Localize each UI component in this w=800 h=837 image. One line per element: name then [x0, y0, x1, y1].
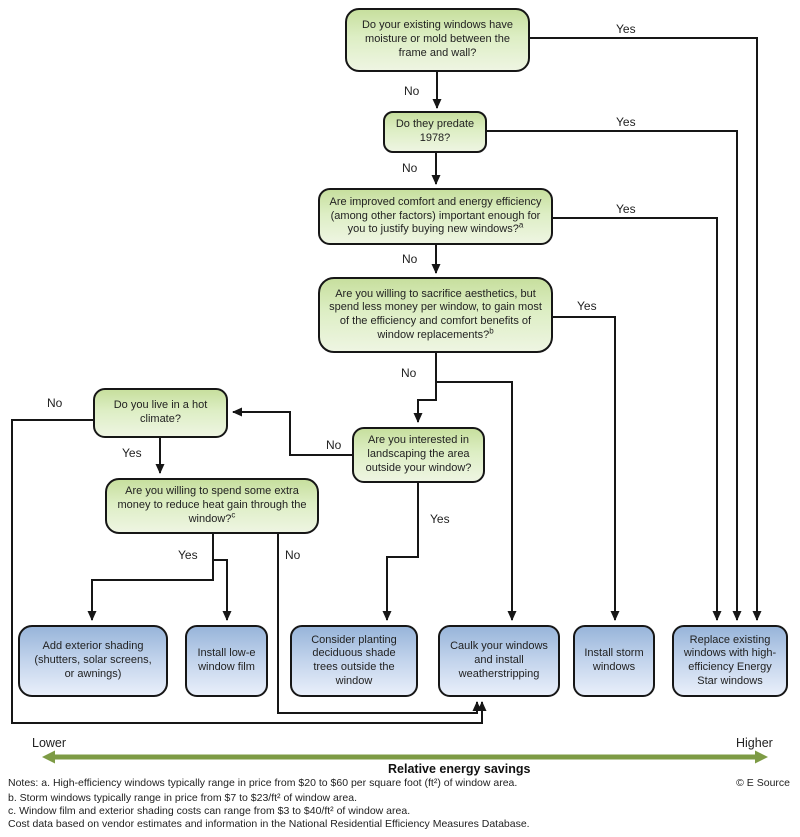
decision-moisture: Do your existing windows have moisture o…	[345, 8, 530, 72]
edge-label-aesthetics-no: No	[401, 366, 417, 380]
note-ref: c	[231, 510, 236, 520]
note-ref: b	[489, 326, 494, 336]
edge-label-comfort-yes: Yes	[616, 202, 636, 216]
action-storm-windows: Install storm windows	[573, 625, 655, 697]
decision-predate: Do they predate 1978?	[383, 111, 487, 153]
edge-comfort-yes	[553, 217, 722, 621]
edge-label-moisture-no: No	[404, 84, 420, 98]
decision-predate-text: Do they predate 1978?	[393, 118, 477, 146]
edge-label-hot-climate-no: No	[47, 396, 63, 410]
question-text: Are you interested in landscaping the ar…	[365, 434, 472, 474]
decision-hot-climate: Do you live in a hot climate?	[93, 388, 228, 438]
decision-hot-climate-text: Do you live in a hot climate?	[103, 399, 218, 427]
action-storm-windows-text: Install storm windows	[584, 647, 644, 673]
action-window-film: Install low-e window film	[185, 625, 268, 697]
decision-aesthetics: Are you willing to sacrifice aesthetics,…	[318, 277, 553, 353]
edge-hot-climate-no	[11, 419, 487, 724]
decision-moisture-text: Do your existing windows have moisture o…	[355, 19, 520, 60]
edge-label-heat-gain-no: No	[285, 548, 301, 562]
edge-landscaping-no	[232, 407, 352, 456]
edge-label-comfort-no: No	[402, 252, 418, 266]
axis-label-lower: Lower	[32, 736, 67, 750]
action-exterior-shading: Add exterior shading (shutters, solar sc…	[18, 625, 168, 697]
edge-label-aesthetics-yes: Yes	[577, 299, 597, 313]
question-text: Do they predate 1978?	[395, 118, 475, 144]
energy-savings-axis	[42, 750, 768, 764]
action-shade-trees-text: Consider planting deciduous shade trees …	[311, 633, 397, 687]
decision-landscaping-text: Are you interested in landscaping the ar…	[362, 434, 475, 475]
edge-label-predate-yes: Yes	[616, 115, 636, 129]
action-exterior-shading-text: Add exterior shading (shutters, solar sc…	[34, 640, 152, 680]
edge-label-landscaping-yes: Yes	[430, 512, 450, 526]
edge-heat-gain-yes-film	[212, 534, 232, 621]
edge-label-predate-no: No	[402, 161, 418, 175]
action-replace-windows-text: Replace existing windows with high-effic…	[683, 633, 777, 687]
edge-predate-yes	[487, 130, 742, 621]
note-a: Notes: a. High-efficiency windows typica…	[8, 777, 518, 789]
action-replace-windows: Replace existing windows with high-effic…	[672, 625, 788, 697]
decision-aesthetics-text: Are you willing to sacrifice aesthetics,…	[328, 288, 543, 343]
edge-heat-gain-no	[277, 534, 482, 714]
axis-title: Relative energy savings	[388, 762, 531, 776]
copyright-credit: © E Source	[736, 777, 790, 789]
action-caulk-weatherstrip: Caulk your windows and install weatherst…	[438, 625, 560, 697]
decision-heat-gain: Are you willing to spend some extra mone…	[105, 478, 319, 534]
question-text: Are improved comfort and energy efficien…	[329, 195, 542, 236]
edge-landscaping-yes	[382, 483, 419, 621]
question-text: Are you willing to sacrifice aesthetics,…	[329, 287, 542, 341]
note-source: Cost data based on vendor estimates and …	[8, 818, 530, 830]
decision-heat-gain-text: Are you willing to spend some extra mone…	[115, 485, 309, 526]
question-text: Are you willing to spend some extra mone…	[117, 485, 307, 525]
edge-label-heat-gain-yes: Yes	[178, 548, 198, 562]
edge-label-moisture-yes: Yes	[616, 22, 636, 36]
decision-comfort: Are improved comfort and energy efficien…	[318, 188, 553, 245]
action-caulk-weatherstrip-text: Caulk your windows and install weatherst…	[450, 640, 548, 680]
axis-label-higher: Higher	[736, 736, 773, 750]
action-window-film-text: Install low-e window film	[197, 647, 256, 673]
edge-aesthetics-no	[413, 353, 437, 423]
edge-aesthetics-no-caulk	[436, 381, 517, 621]
note-c: c. Window film and exterior shading cost…	[8, 805, 411, 817]
edge-label-landscaping-no: No	[326, 438, 342, 452]
edge-aesthetics-yes	[553, 316, 620, 621]
decision-comfort-text: Are improved comfort and energy efficien…	[328, 196, 543, 237]
note-ref: a	[518, 220, 524, 230]
action-shade-trees: Consider planting deciduous shade trees …	[290, 625, 418, 697]
question-text: Do your existing windows have moisture o…	[361, 19, 514, 59]
question-text: Do you live in a hot climate?	[113, 399, 208, 425]
edge-label-hot-climate-yes: Yes	[122, 446, 142, 460]
note-b: b. Storm windows typically range in pric…	[8, 792, 357, 804]
decision-landscaping: Are you interested in landscaping the ar…	[352, 427, 485, 483]
edge-moisture-yes	[530, 37, 762, 621]
edge-heat-gain-yes-shading	[87, 560, 214, 621]
